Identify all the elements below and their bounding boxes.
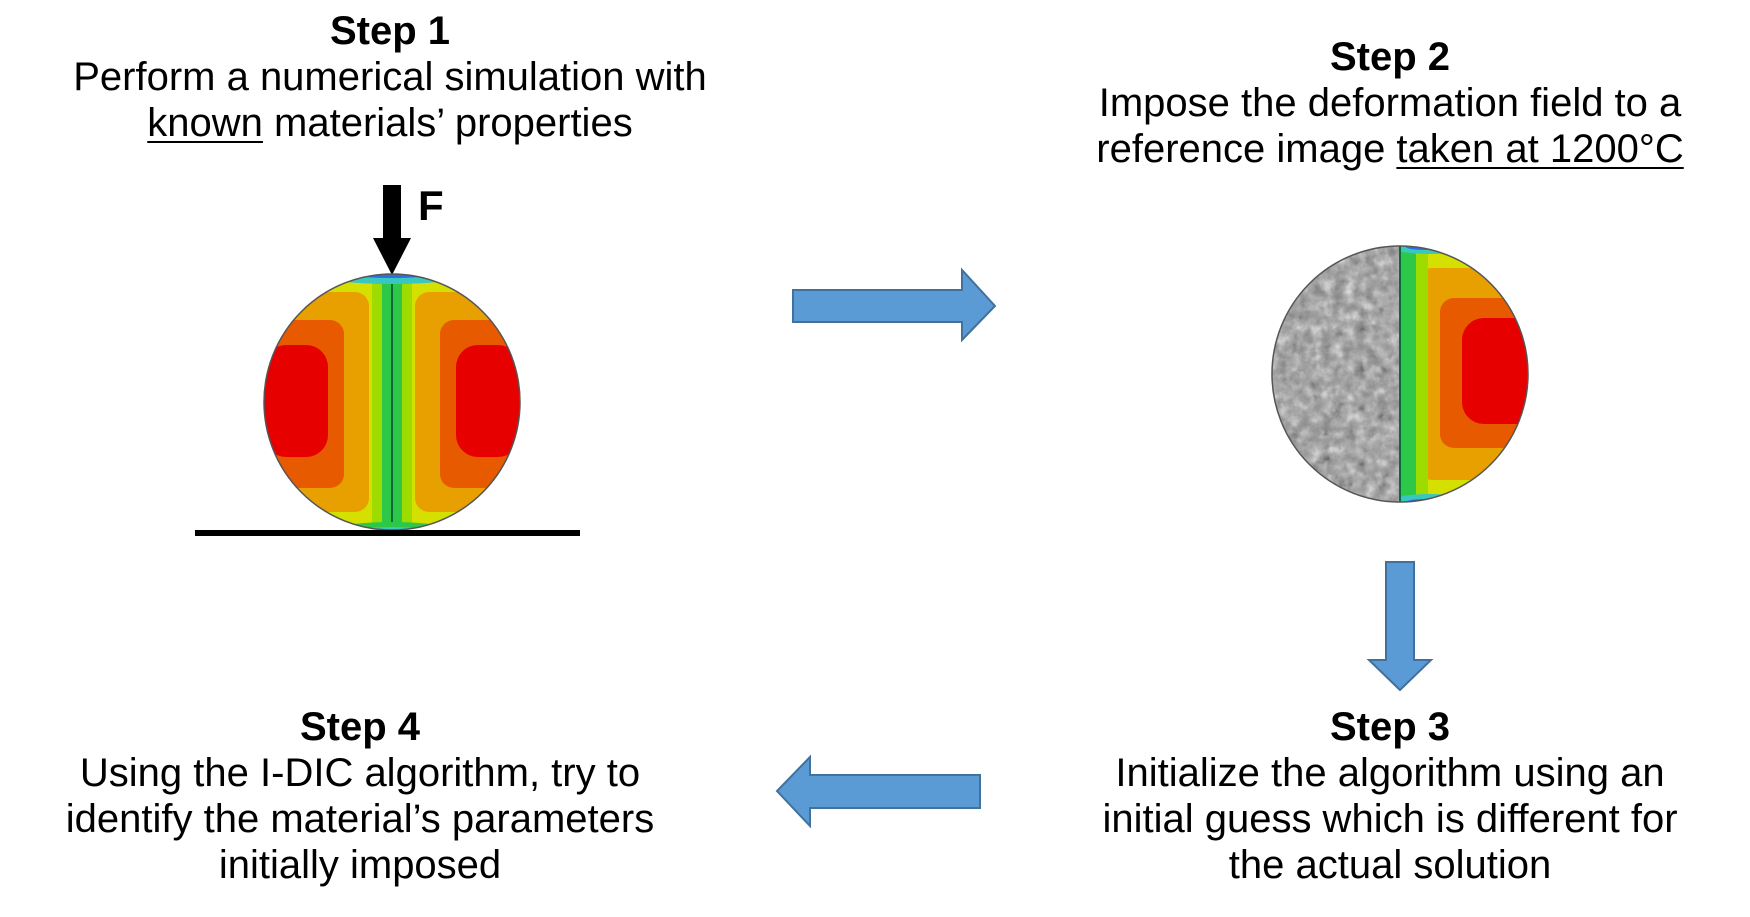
step-1-text: Step 1 Perform a numerical simulation wi… xyxy=(0,8,780,146)
step-1-line-1: Perform a numerical simulation with xyxy=(73,55,707,99)
step-2-text: Step 2 Impose the deformation field to a… xyxy=(1030,34,1750,172)
arrow-left xyxy=(775,754,981,829)
reference-image-sphere xyxy=(1271,245,1529,503)
step-3-title: Step 3 xyxy=(1329,705,1451,749)
step-4-line-3: initially imposed xyxy=(218,843,502,887)
step-4-title: Step 4 xyxy=(299,705,421,749)
step-1-underlined-word: known xyxy=(147,101,263,145)
step-4-line-2: identify the material’s parameters xyxy=(65,797,655,841)
arrow-down xyxy=(1366,561,1434,692)
step-3-line-3: the actual solution xyxy=(1228,843,1552,887)
step-4-text: Step 4 Using the I-DIC algorithm, try to… xyxy=(0,704,720,888)
step-1-line-2: known materials’ properties xyxy=(0,100,780,146)
ground-line xyxy=(195,530,580,536)
step-3-text: Step 3 Initialize the algorithm using an… xyxy=(1030,704,1750,888)
step-3-line-1: Initialize the algorithm using an xyxy=(1115,751,1665,795)
step-3-line-2: initial guess which is different for xyxy=(1102,797,1678,841)
step-4-line-1: Using the I-DIC algorithm, try to xyxy=(79,751,641,795)
arrow-right xyxy=(792,267,997,343)
step-2-line-2-plain: reference image xyxy=(1096,127,1397,171)
simulation-sphere xyxy=(264,274,520,530)
step-2-underlined-phrase: taken at 1200°C xyxy=(1396,127,1684,171)
step-2-title: Step 2 xyxy=(1329,35,1451,79)
force-label: F xyxy=(418,182,444,229)
step-2-line-2: reference image taken at 1200°C xyxy=(1030,126,1750,172)
step-1-line-2-rest: materials’ properties xyxy=(262,101,633,145)
force-arrow xyxy=(373,185,411,275)
step-1-title: Step 1 xyxy=(329,9,451,53)
step-2-line-1: Impose the deformation field to a xyxy=(1098,81,1682,125)
